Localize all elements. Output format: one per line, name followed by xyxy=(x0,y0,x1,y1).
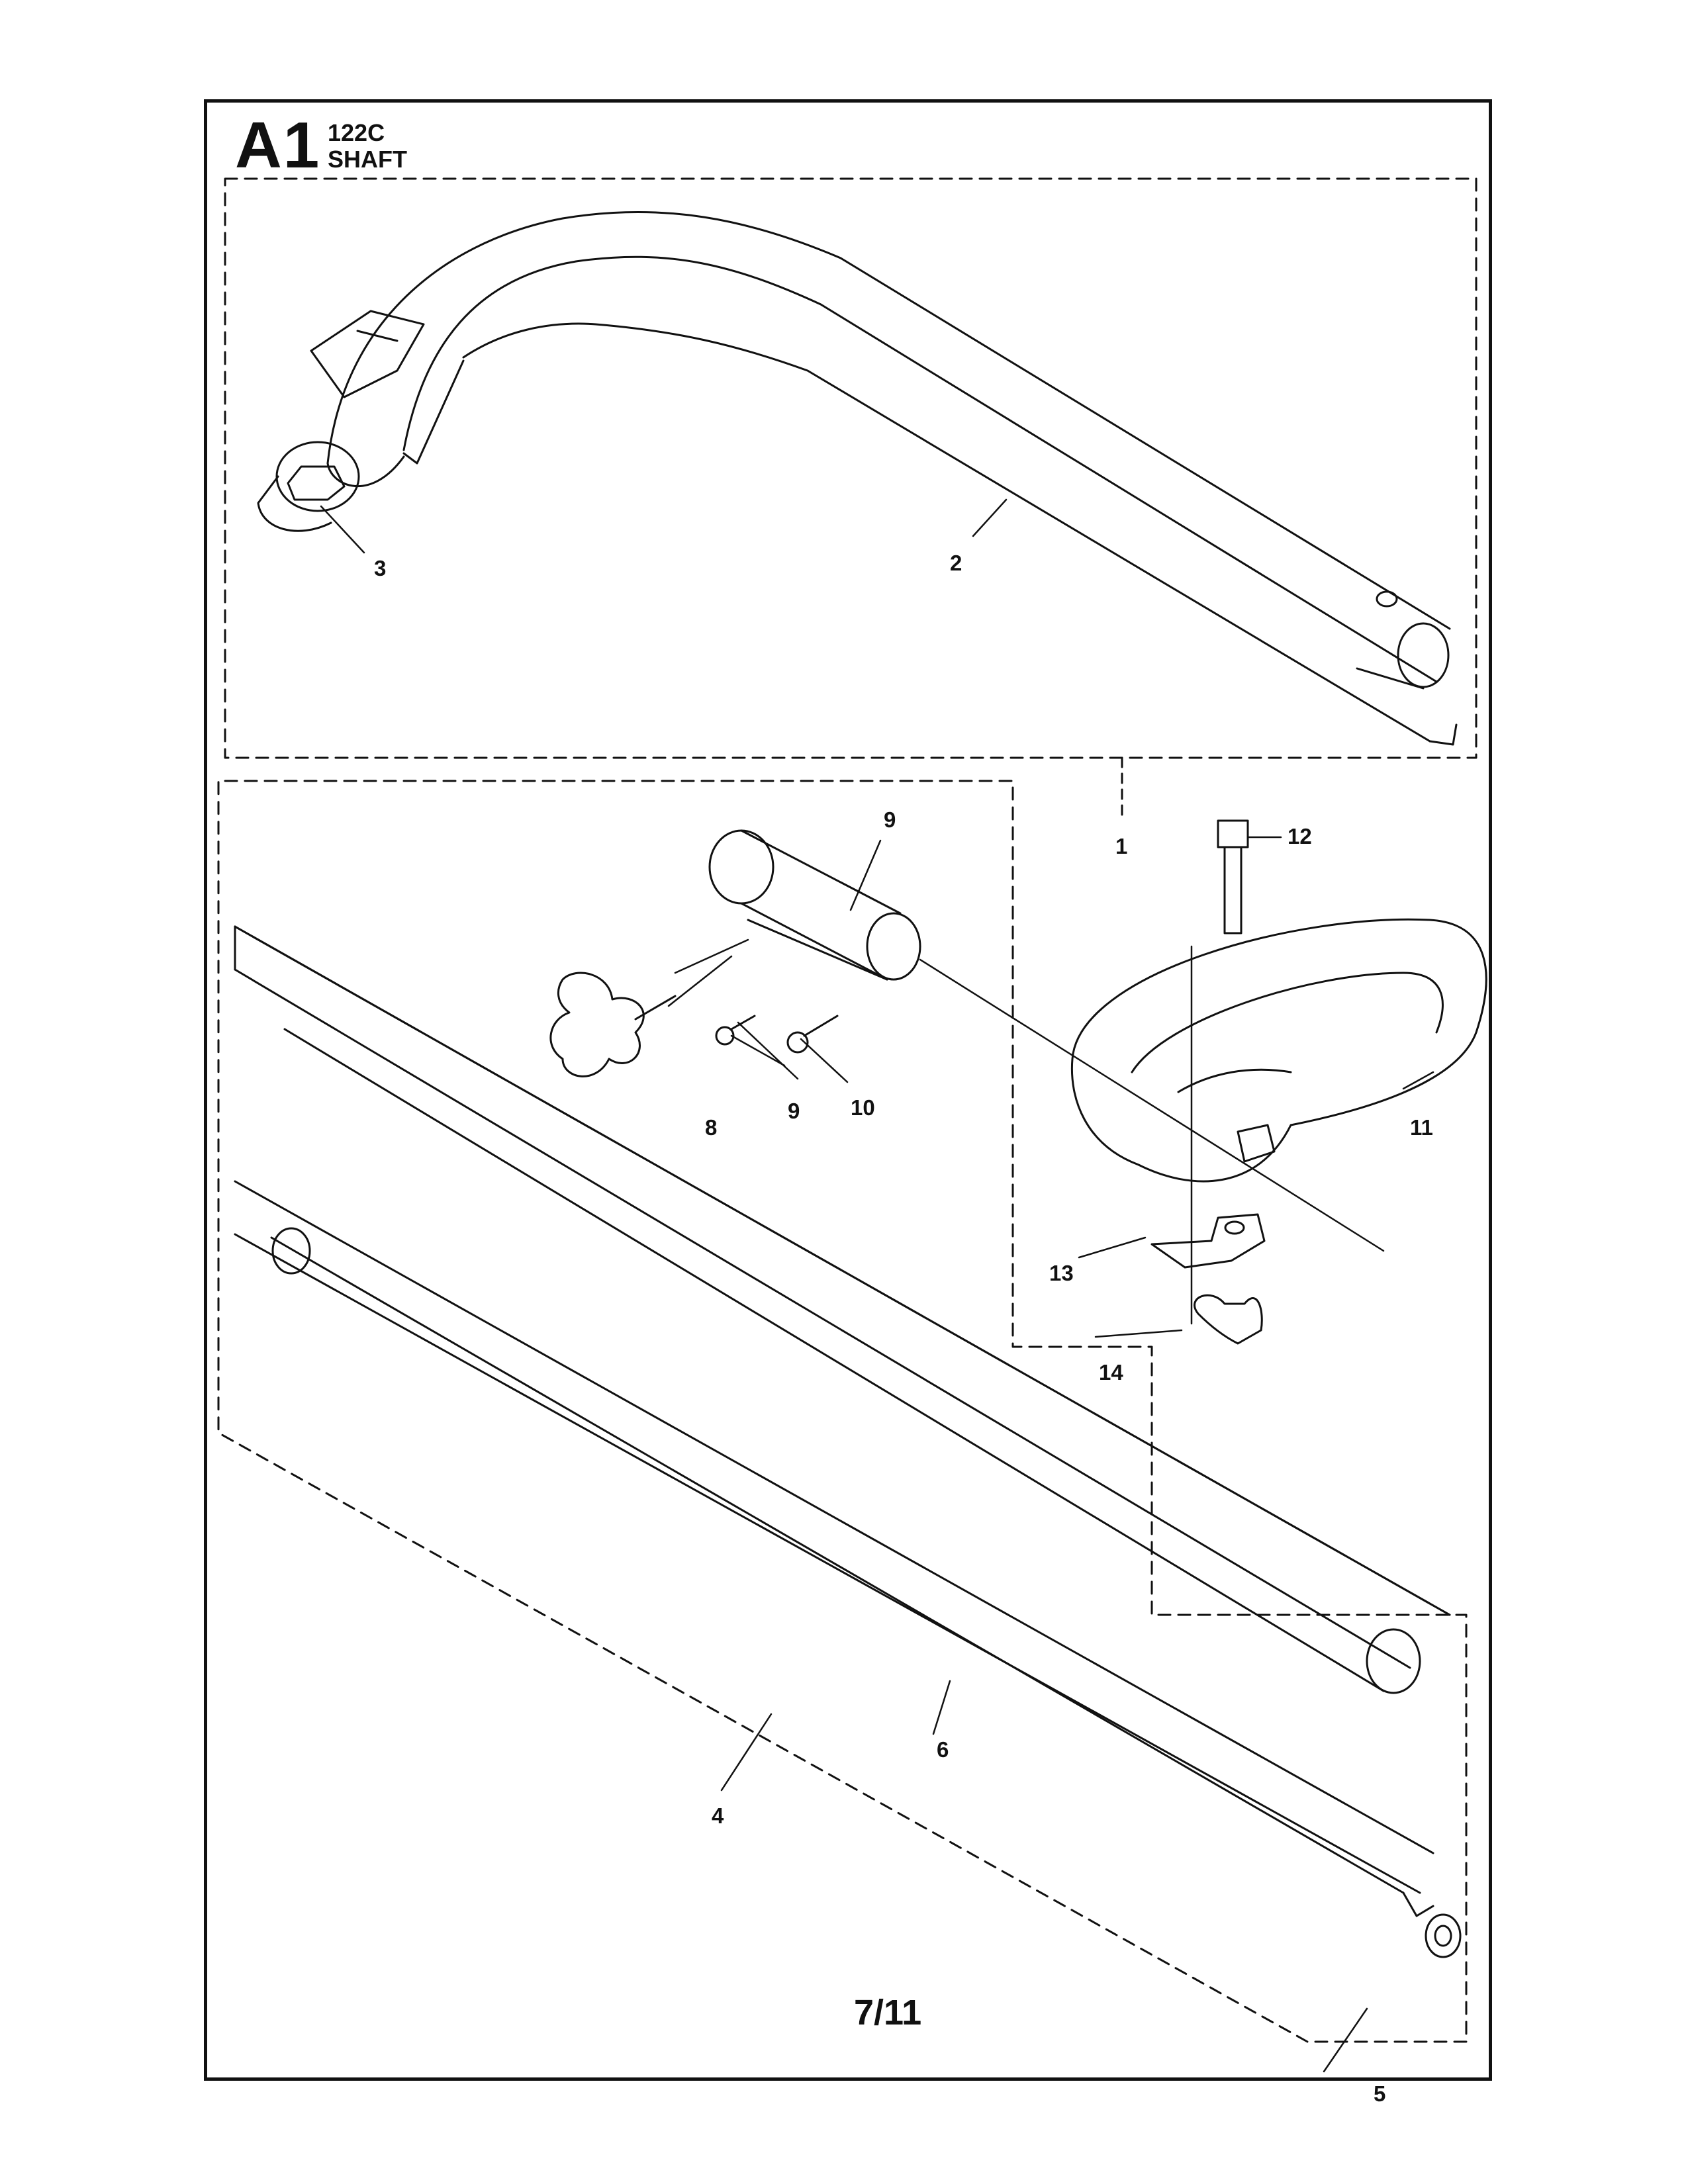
star-knob-part xyxy=(549,972,677,1077)
bolt-part xyxy=(1217,819,1249,934)
callout-10: 10 xyxy=(851,1095,875,1120)
section-code: A1 xyxy=(235,109,321,181)
callout-9-lower: 9 xyxy=(788,1099,800,1123)
diagram-frame xyxy=(204,99,1492,2081)
washer-part xyxy=(1425,1913,1462,1958)
coupling-tube-part xyxy=(708,829,921,981)
callout-9-upper: 9 xyxy=(884,807,896,832)
callout-3: 3 xyxy=(374,556,386,580)
callout-13: 13 xyxy=(1049,1261,1074,1285)
callout-labels: 1 2 3 4 5 6 8 9 9 10 11 12 13 14 xyxy=(374,551,1433,2106)
upper-curved-shaft xyxy=(310,210,1458,746)
model-number: 122C xyxy=(328,119,385,146)
callout-2: 2 xyxy=(950,551,962,575)
callout-4: 4 xyxy=(712,1803,724,1828)
dashed-group-upper-shaft xyxy=(224,177,1477,759)
callout-5: 5 xyxy=(1374,2081,1385,2106)
callout-11: 11 xyxy=(1410,1115,1433,1140)
lower-shaft-tube xyxy=(234,925,1451,1694)
callout-14: 14 xyxy=(1099,1360,1123,1385)
drive-shaft xyxy=(234,1180,1434,1917)
section-title: SHAFT xyxy=(328,146,407,173)
clamp-plate-part xyxy=(1150,1213,1266,1269)
screws xyxy=(715,1015,839,1054)
callout-8: 8 xyxy=(705,1115,717,1140)
callout-1: 1 xyxy=(1115,834,1127,858)
leader-lines xyxy=(320,498,1434,2073)
hex-nut-part xyxy=(257,441,360,532)
page-number: 7/11 xyxy=(854,1993,922,2032)
wing-nut-part xyxy=(1194,1294,1263,1345)
dashed-group-lower-assembly xyxy=(217,780,1468,2043)
callout-12: 12 xyxy=(1288,824,1312,848)
callout-6: 6 xyxy=(937,1737,949,1762)
loop-handle-part xyxy=(1070,918,1487,1183)
